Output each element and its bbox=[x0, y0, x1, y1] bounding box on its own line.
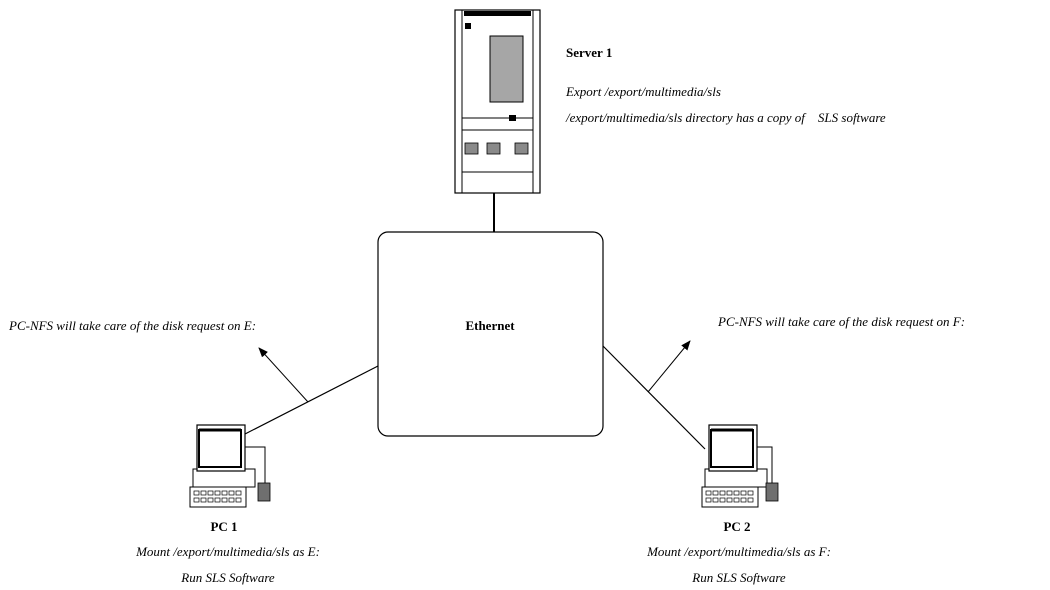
pc1-run-line: Run SLS Software bbox=[181, 570, 275, 585]
server-tower-icon bbox=[454, 9, 541, 194]
server-export-line: Export /export/multimedia/sls bbox=[566, 84, 721, 99]
right-arrow bbox=[647, 340, 691, 393]
right-annotation: PC-NFS will take care of the disk reques… bbox=[718, 314, 966, 329]
pc1-link bbox=[244, 365, 379, 435]
pc2-computer-icon bbox=[701, 424, 779, 508]
ethernet-label: Ethernet bbox=[465, 318, 515, 333]
ethernet-box bbox=[377, 231, 604, 437]
pc1-computer-icon bbox=[189, 424, 271, 508]
pc2-run-line: Run SLS Software bbox=[692, 570, 786, 585]
pc2-mount-line: Mount /export/multimedia/sls as F: bbox=[647, 544, 831, 559]
pc2-link bbox=[602, 345, 706, 450]
pc1-mount-line: Mount /export/multimedia/sls as E: bbox=[136, 544, 320, 559]
server-directory-line: /export/multimedia/sls directory has a c… bbox=[566, 110, 886, 125]
pc1-title: PC 1 bbox=[210, 519, 238, 534]
server-title: Server 1 bbox=[566, 45, 613, 60]
left-arrow bbox=[258, 347, 309, 403]
left-annotation: PC-NFS will take care of the disk reques… bbox=[9, 318, 257, 333]
pc2-title: PC 2 bbox=[723, 519, 751, 534]
